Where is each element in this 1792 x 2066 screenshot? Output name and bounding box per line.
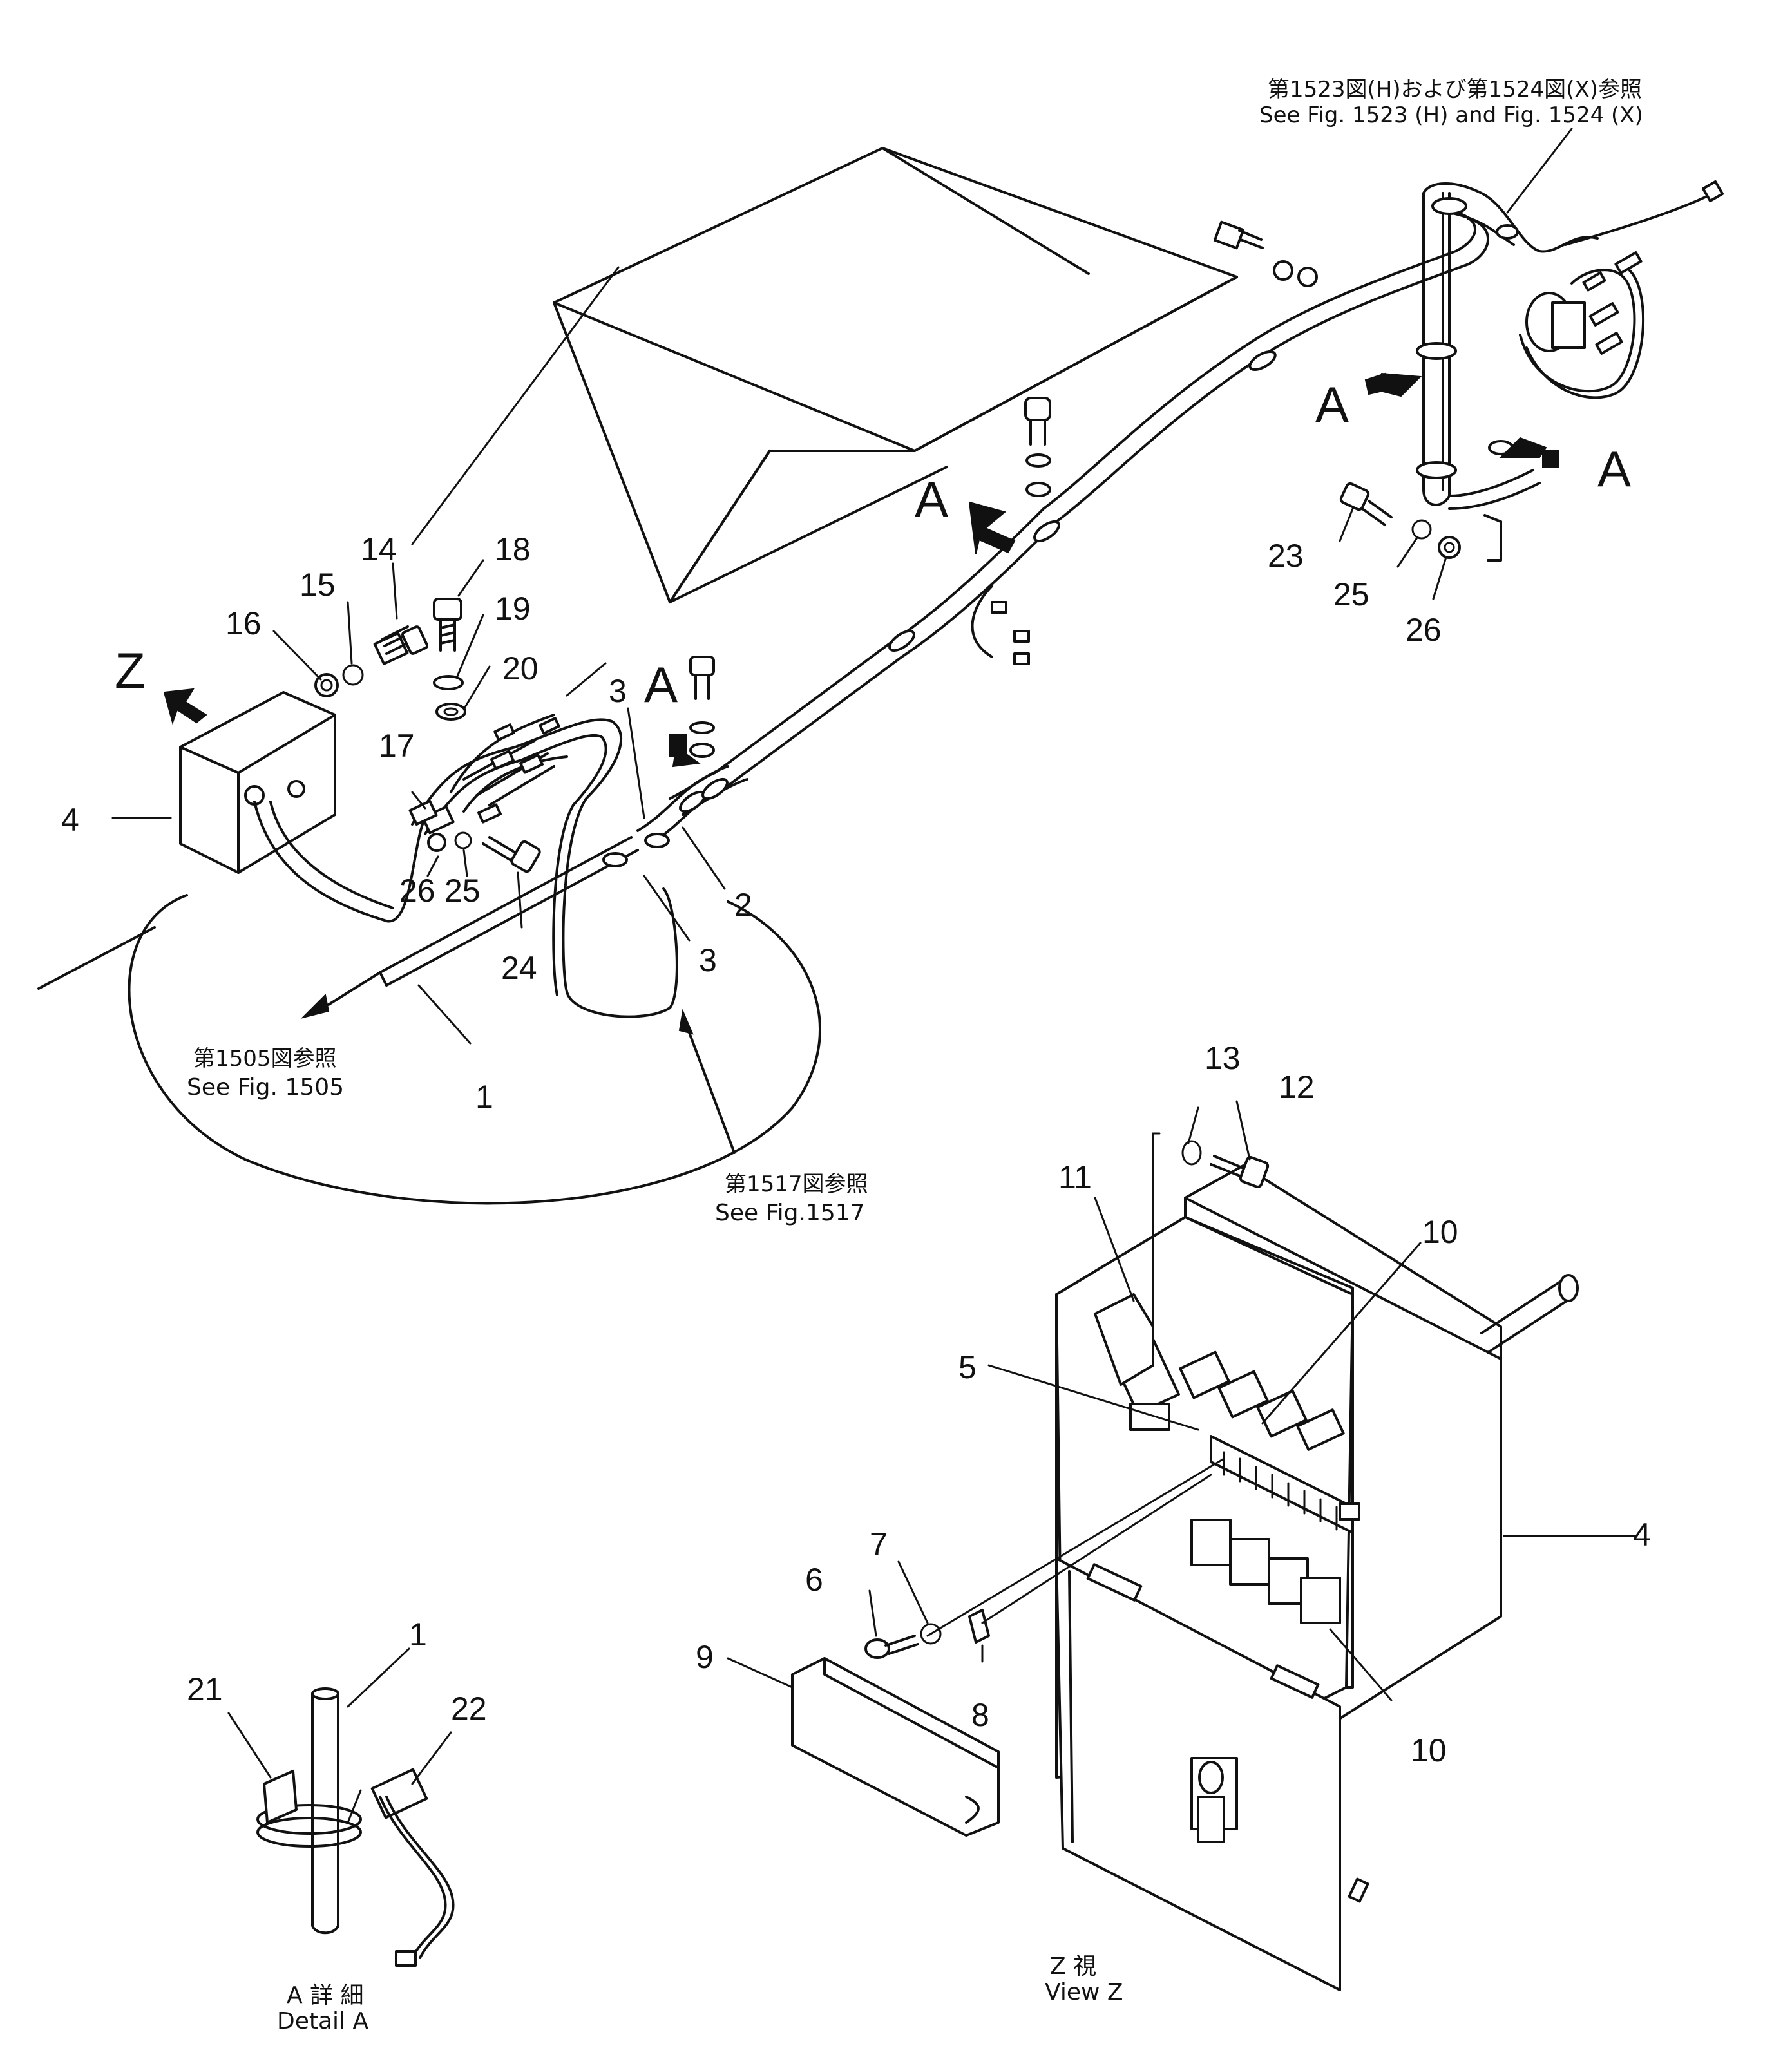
callout-6: 6	[805, 1562, 823, 1598]
callout-7: 7	[870, 1526, 888, 1562]
callout-24: 24	[501, 950, 537, 986]
view-z-jp-text: Z 視	[1050, 1953, 1096, 1980]
electrical-box-main	[179, 691, 426, 923]
arrow-z-icon	[163, 688, 207, 725]
arrow-a-label-right1: A	[1315, 376, 1349, 433]
ref-1517-jp-text: 第1517図参照	[725, 1171, 868, 1197]
bolt-24-icon	[482, 836, 541, 873]
callout-12: 12	[1279, 1069, 1315, 1105]
bolt-23-icon	[1339, 482, 1393, 526]
callout-9: 9	[696, 1639, 714, 1675]
callout-26-upper: 26	[1406, 612, 1442, 648]
ref-1517-en-text: See Fig.1517	[715, 1200, 865, 1226]
bolt-14-icon	[373, 625, 428, 665]
right-harness-assembly	[1416, 180, 1724, 562]
callout-5: 5	[958, 1349, 977, 1385]
washer-26-lower-icon	[427, 833, 446, 852]
callout-23: 23	[1268, 538, 1304, 574]
callout-10-lower: 10	[1411, 1732, 1447, 1768]
washer-25-upper-icon	[1411, 519, 1432, 540]
callout-11: 11	[1058, 1159, 1092, 1195]
ref-1523-en-text: See Fig. 1523 (H) and Fig. 1524 (X)	[1259, 102, 1643, 128]
washer-25-lower-icon	[454, 831, 472, 849]
detail-a-jp-text: A 詳 細	[287, 1982, 364, 2009]
arrow-a-label-right2: A	[1597, 441, 1631, 497]
callout-3-upper: 3	[609, 673, 627, 709]
view-z-box	[727, 1100, 1637, 1991]
ref-1505-jp-text: 第1505図参照	[193, 1046, 337, 1072]
leader-lines-main	[111, 128, 1573, 1045]
callout-3-lower: 3	[699, 942, 717, 978]
bolt-18-icon	[433, 598, 462, 652]
callout-16: 16	[225, 605, 262, 641]
callout-17: 17	[379, 728, 415, 764]
machine-body-outline	[553, 147, 1238, 603]
arrow-a-mid-icon	[968, 501, 1016, 554]
screw-6-icon	[864, 1635, 919, 1659]
clamp-17-icon	[408, 799, 438, 826]
callout-13: 13	[1205, 1040, 1241, 1076]
washer-13-icon	[1181, 1140, 1202, 1166]
callout-18: 18	[495, 531, 531, 567]
wire-harness	[379, 211, 1489, 1018]
callout-4-viewz: 4	[1633, 1517, 1651, 1553]
callout-20: 20	[502, 650, 539, 687]
clip-8-icon	[968, 1609, 990, 1644]
callout-22: 22	[451, 1691, 487, 1727]
ref-1523-jp-text: 第1523図(H)および第1524図(X)参照	[1268, 77, 1642, 102]
view-arrows	[163, 372, 1559, 1154]
hardware-main-view	[314, 220, 1461, 873]
view-z-en-text: View Z	[1045, 1979, 1123, 2005]
callout-19: 19	[495, 591, 531, 627]
washer-20-icon	[435, 703, 466, 721]
arrow-a-label-mid: A	[915, 471, 948, 527]
washer-7-icon	[920, 1623, 942, 1645]
callout-21: 21	[187, 1671, 223, 1707]
callout-4: 4	[61, 802, 79, 838]
turntable-ellipse	[37, 894, 821, 1205]
callout-8: 8	[971, 1697, 989, 1733]
detail-a-drawing	[227, 1647, 455, 1967]
arrow-a-label-left: A	[644, 656, 678, 713]
arrow-z-label: Z	[115, 642, 146, 699]
bolt-top-row-icon	[1213, 220, 1318, 287]
callout-2: 2	[734, 887, 752, 923]
detail-a-en-text: Detail A	[277, 2008, 368, 2034]
callout-1: 1	[475, 1079, 493, 1115]
ref-1505-en-text: See Fig. 1505	[187, 1074, 344, 1101]
washer-26-upper-icon	[1438, 536, 1461, 559]
bolt-a-upper-icon	[689, 656, 715, 758]
washer-19-icon	[433, 675, 464, 690]
callout-15: 15	[300, 567, 336, 603]
callout-14: 14	[361, 531, 397, 567]
callout-26-lower: 26	[399, 873, 435, 909]
callout-25-upper: 25	[1333, 576, 1369, 612]
callout-1-detail: 1	[409, 1616, 427, 1653]
callout-25-lower: 25	[444, 873, 481, 909]
bolt-12-icon	[1210, 1155, 1270, 1188]
washer-15-icon	[342, 664, 364, 686]
bolt-top-middle-icon	[1024, 397, 1051, 497]
callout-10-upper: 10	[1422, 1214, 1458, 1250]
